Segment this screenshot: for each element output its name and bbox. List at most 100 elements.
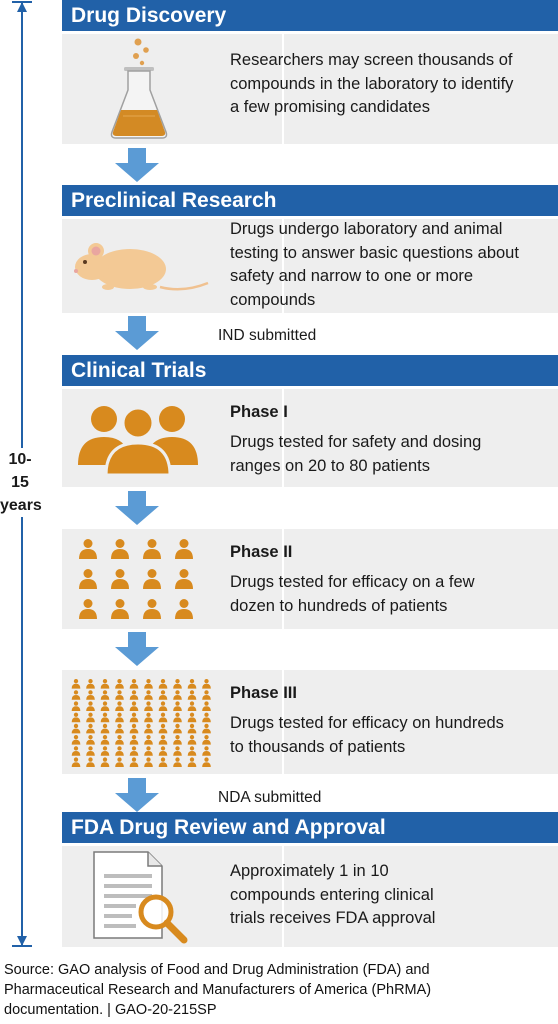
- person-icon-body: [143, 609, 161, 619]
- person-icon-head: [146, 712, 151, 717]
- person-icon-head: [102, 712, 108, 717]
- person-icon-head: [175, 735, 180, 740]
- person-icon-head: [175, 690, 180, 695]
- person-icon-body: [143, 549, 161, 559]
- person-icon-head: [160, 746, 166, 751]
- person-icon-body: [187, 706, 197, 711]
- person-icon-head: [73, 679, 79, 684]
- person-icon-head: [117, 735, 122, 740]
- timeline-label-line1: 10-15: [8, 451, 32, 491]
- person-icon-body: [187, 728, 197, 734]
- desc-line: compounds: [230, 290, 316, 309]
- person-icon-body: [187, 739, 197, 745]
- person-icon-body: [202, 717, 211, 723]
- person-icon-head: [204, 690, 209, 695]
- down-arrow-icon: [115, 632, 159, 666]
- person-icon-body: [115, 751, 124, 756]
- person-icon-head: [204, 757, 209, 762]
- person-icon-body: [173, 751, 182, 756]
- people-group-icon: [78, 406, 198, 475]
- person-icon-head: [131, 679, 137, 684]
- person-icon-body: [158, 695, 168, 700]
- person-icon-body: [71, 717, 81, 723]
- person-icon-body: [173, 683, 182, 689]
- drug-discovery-header: Drug Discovery: [62, 0, 558, 31]
- person-icon-body: [86, 683, 95, 689]
- person-icon-body: [100, 683, 110, 689]
- person-icon-head: [102, 723, 108, 729]
- phase-3-title: Phase III: [230, 684, 297, 702]
- person-icon-body: [158, 683, 168, 689]
- person-icon-head: [88, 701, 93, 706]
- person-icon-head: [102, 690, 108, 695]
- person-icon-head: [189, 679, 195, 684]
- timeline-label-line2: years: [0, 497, 42, 514]
- person-icon-body: [71, 762, 81, 767]
- person-icon-head: [147, 599, 157, 608]
- person-icon-body: [86, 706, 95, 711]
- person-icon-head: [131, 757, 137, 762]
- desc-line: Drugs tested for safety and dosing: [230, 433, 482, 451]
- person-icon-head: [160, 690, 166, 695]
- person-icon-head: [146, 723, 151, 729]
- person-icon-body: [202, 762, 211, 767]
- source-line: Pharmaceutical Research and Manufacturer…: [4, 982, 432, 998]
- flask-icon: [110, 38, 168, 139]
- person-icon-head: [131, 735, 137, 740]
- people-grid-icon: [79, 539, 193, 619]
- desc-line: Drugs tested for efficacy on a few: [230, 573, 475, 591]
- person-icon-body: [173, 717, 182, 723]
- document-magnifier-icon: [93, 851, 188, 944]
- person-icon-body: [144, 751, 153, 756]
- fda-review-header: FDA Drug Review and Approval: [62, 812, 558, 843]
- person-icon-head: [189, 735, 195, 740]
- person-icon-head: [115, 539, 125, 548]
- person-icon-head: [175, 723, 180, 729]
- desc-line: trials receives FDA approval: [230, 909, 436, 927]
- mouse-icon: [74, 243, 209, 291]
- person-icon-body: [79, 579, 97, 589]
- person-icon-head: [147, 569, 157, 578]
- person-icon-head: [175, 679, 180, 684]
- person-icon-head: [117, 723, 122, 729]
- person-icon-body: [86, 751, 95, 756]
- person-icon-body: [144, 739, 153, 745]
- person-icon-head: [117, 746, 122, 751]
- person-icon-head: [102, 701, 108, 706]
- person-icon-body: [173, 706, 182, 711]
- phase-1-title: Phase I: [230, 403, 288, 421]
- person-icon-body: [187, 683, 197, 689]
- person-icon-body: [187, 751, 197, 756]
- desc-line: safety and narrow to one or more: [230, 267, 474, 285]
- person-icon-body: [86, 728, 95, 734]
- person-icon-head: [102, 679, 108, 684]
- person-icon-body: [175, 549, 193, 559]
- nda-submitted-note: NDA submitted: [218, 789, 322, 806]
- person-icon-head: [117, 690, 122, 695]
- person-icon-body: [158, 717, 168, 723]
- person-icon-head: [83, 599, 93, 608]
- person-icon-body: [144, 695, 153, 700]
- source-note: Source: GAO analysis of Food and Drug Ad…: [4, 960, 554, 1020]
- person-icon-body: [202, 751, 211, 756]
- person-icon-body: [173, 728, 182, 734]
- person-icon-body: [158, 706, 168, 711]
- person-icon-head: [189, 746, 195, 751]
- person-icon-head: [83, 539, 93, 548]
- person-icon-head: [147, 539, 157, 548]
- person-icon-body: [115, 706, 124, 711]
- person-icon-body: [129, 695, 139, 700]
- preclinical-panel: Drugs undergo laboratory and animal test…: [62, 219, 558, 313]
- person-icon-body: [115, 739, 124, 745]
- person-icon-body: [129, 739, 139, 745]
- person-icon-body: [129, 728, 139, 734]
- clinical-trials-header: Clinical Trials: [62, 355, 558, 386]
- person-icon-head: [73, 735, 79, 740]
- person-icon-body: [100, 695, 110, 700]
- person-icon-body: [129, 762, 139, 767]
- ind-submitted-note: IND submitted: [218, 327, 317, 344]
- person-icon-head: [175, 712, 180, 717]
- desc-line: a few promising candidates: [230, 98, 430, 116]
- person-icon-body: [100, 717, 110, 723]
- person-icon-body: [158, 751, 168, 756]
